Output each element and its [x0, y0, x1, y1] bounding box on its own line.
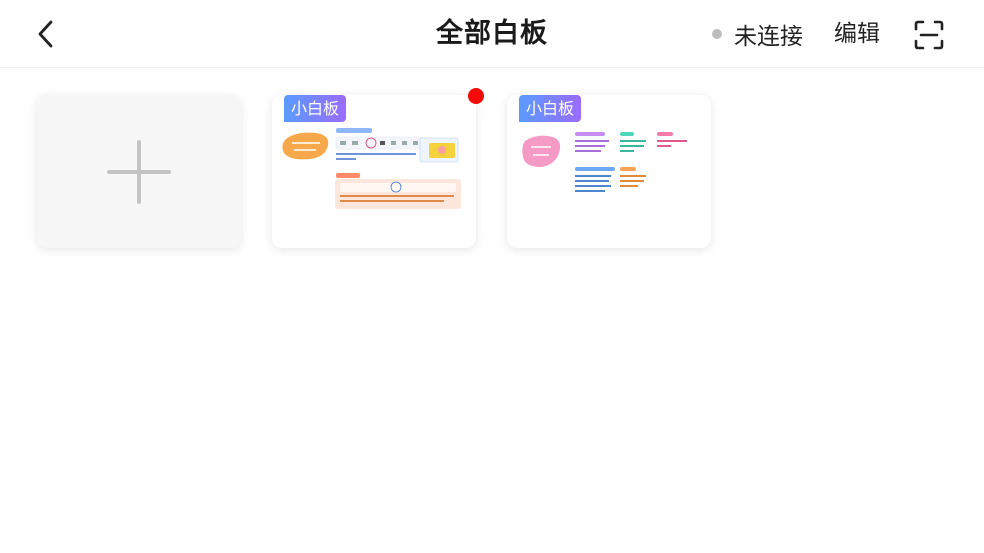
status-label: 未连接 [734, 24, 803, 50]
board-badge: 小白板 [519, 95, 582, 122]
page-title: 全部白板 [436, 18, 548, 49]
board-thumbnail [522, 132, 687, 192]
chevron-left-icon [38, 20, 53, 48]
status-dot [712, 29, 722, 39]
board-badge: 小白板 [284, 95, 347, 122]
edit-button[interactable]: 编辑 [834, 21, 880, 47]
scan-button[interactable] [912, 18, 946, 52]
board-thumbnail [282, 128, 461, 209]
connection-status: 未连接 [712, 18, 803, 50]
unread-dot [468, 88, 484, 104]
board-card[interactable]: 小白板 [507, 95, 711, 248]
top-bar: 全部白板 未连接 编辑 [0, 0, 984, 68]
scan-icon [914, 20, 944, 50]
back-button[interactable] [28, 14, 64, 54]
plus-icon [107, 139, 171, 204]
board-card[interactable]: 小白板 [272, 88, 484, 248]
add-board-card[interactable] [37, 95, 241, 248]
